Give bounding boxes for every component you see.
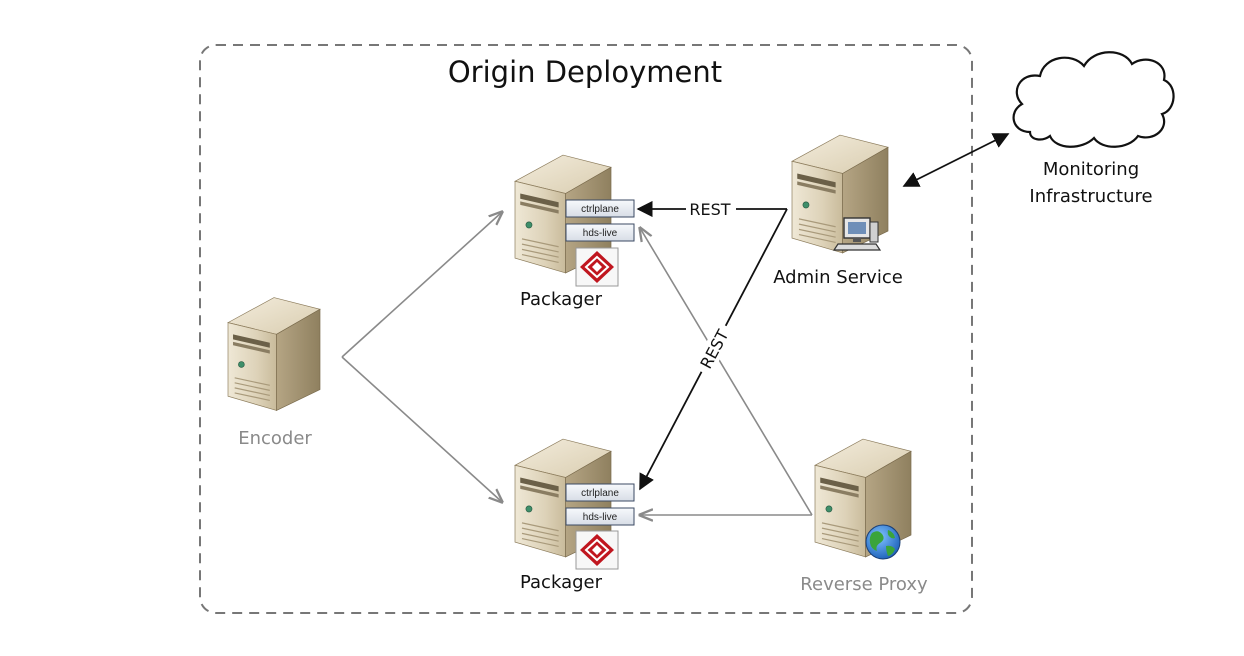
packager-bottom-node: ctrlplane hds-live Packager — [514, 438, 635, 593]
packager-top-node: ctrlplane hds-live Packager — [514, 154, 635, 310]
encoder-node: Encoder — [227, 296, 321, 449]
computer-workstation-icon — [832, 217, 882, 251]
reverse-proxy-label: Reverse Proxy — [800, 574, 928, 595]
globe-icon — [865, 524, 901, 560]
monitoring-node: Monitoring Infrastructure — [1012, 51, 1175, 207]
edge-encoder-to-packager-top — [341, 212, 502, 358]
edge-admin-monitoring — [902, 133, 1010, 187]
encoder-label: Encoder — [238, 428, 312, 449]
packager-top-label: Packager — [520, 289, 603, 310]
edge-label-rest-diagonal: REST — [696, 326, 732, 371]
red-diamond-logo-icon — [575, 247, 619, 287]
admin-service-label: Admin Service — [773, 267, 903, 288]
edge-proxy-to-packager-top — [640, 228, 813, 516]
svg-text:ctrlplane: ctrlplane — [581, 204, 619, 215]
tag-ctrlplane: ctrlplane — [565, 483, 635, 502]
tag-hds-live: hds-live — [565, 223, 635, 242]
reverse-proxy-node: Reverse Proxy — [800, 438, 928, 595]
diagram-title: Origin Deployment — [448, 55, 722, 89]
edge-encoder-to-packager-bottom — [341, 356, 502, 502]
admin-service-node: Admin Service — [773, 134, 903, 288]
svg-text:hds-live: hds-live — [583, 512, 618, 523]
cloud-icon — [1012, 51, 1175, 148]
packager-bottom-label: Packager — [520, 572, 603, 593]
tag-ctrlplane: ctrlplane — [565, 199, 635, 218]
edge-label-rest-top: REST — [689, 200, 730, 219]
monitoring-label-line1: Monitoring — [1043, 159, 1139, 180]
server-tower-icon — [227, 296, 321, 412]
red-diamond-logo-icon — [575, 530, 619, 570]
tag-hds-live: hds-live — [565, 507, 635, 526]
svg-text:hds-live: hds-live — [583, 228, 618, 239]
svg-text:ctrlplane: ctrlplane — [581, 488, 619, 499]
monitoring-label-line2: Infrastructure — [1029, 186, 1152, 207]
